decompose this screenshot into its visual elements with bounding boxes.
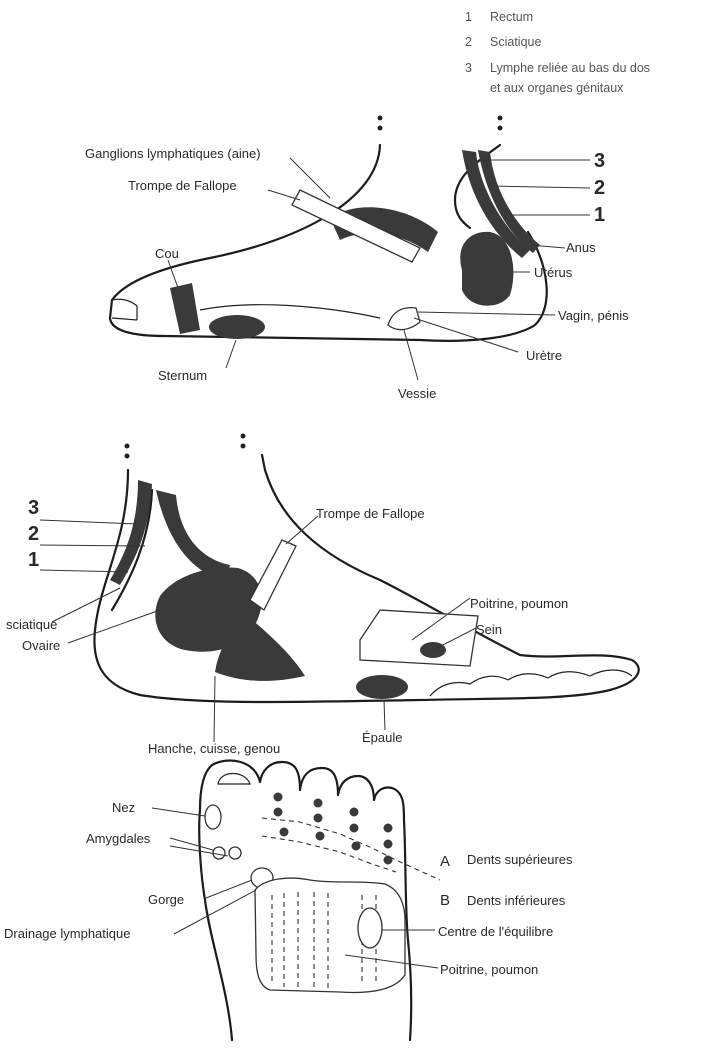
- leader-amygdales-1: [170, 838, 213, 850]
- legend-num-3: 3: [465, 61, 472, 75]
- label-vagin: Vagin, pénis: [558, 308, 629, 323]
- legend-text-lymphe: Lymphe reliée au bas du dos: [490, 61, 650, 75]
- leg-dot: [498, 116, 503, 121]
- label-b-letter: B: [440, 892, 450, 909]
- label-hanche: Hanche, cuisse, genou: [148, 741, 280, 756]
- label-vessie: Vessie: [398, 386, 436, 401]
- legend: 1 Rectum 2 Sciatique 3 Lymphe reliée au …: [465, 10, 650, 95]
- number-2-outer: 2: [28, 523, 39, 545]
- number-3: 3: [594, 150, 605, 172]
- legend-text-rectum: Rectum: [490, 10, 533, 24]
- dent-dot: [314, 799, 323, 808]
- label-b-text: Dents inférieures: [467, 893, 566, 908]
- leader-uretre: [414, 318, 518, 352]
- leader-hanche: [214, 676, 215, 742]
- zone-sciatique-outer: [156, 490, 230, 580]
- dent-divider-line-2: [262, 836, 396, 872]
- leader-cou: [168, 260, 178, 288]
- legend-text-continuation: et aux organes génitaux: [490, 81, 624, 95]
- leg-dot: [378, 126, 383, 131]
- label-sciatique-outer: sciatique: [6, 617, 57, 632]
- label-trompe: Trompe de Fallope: [128, 178, 237, 193]
- dent-dot: [274, 808, 283, 817]
- label-a-text: Dents supérieures: [467, 852, 573, 867]
- outer-foot-outline: [94, 455, 638, 702]
- big-toenail: [218, 774, 250, 785]
- zone-cou: [170, 283, 200, 334]
- leader-epaule: [384, 700, 385, 730]
- leg-dot: [241, 444, 246, 449]
- label-centre: Centre de l'équilibre: [438, 924, 553, 939]
- dent-dot: [274, 793, 283, 802]
- label-trompe-outer: Trompe de Fallope: [316, 506, 425, 521]
- number-1-outer: 1: [28, 549, 39, 571]
- dent-dot: [384, 824, 393, 833]
- toe-line: [112, 318, 137, 320]
- leader-ganglions: [290, 158, 330, 198]
- leader-sternum: [226, 340, 236, 368]
- label-poitrine-top: Poitrine, poumon: [440, 962, 538, 977]
- leader-ovaire: [68, 610, 160, 643]
- leader-vagin: [418, 312, 555, 315]
- top-foot-diagram: Nez Amygdales Gorge Drainage lymphatique…: [4, 761, 573, 1040]
- leader-sciatique-outer: [52, 588, 120, 622]
- number-3-outer: 3: [28, 497, 39, 519]
- leg-dot: [125, 454, 130, 459]
- zone-epaule: [356, 675, 408, 699]
- legend-num-2: 2: [465, 35, 472, 49]
- zone-uterus: [460, 232, 513, 306]
- outer-foot-diagram: Trompe de Fallope Poitrine, poumon Sein …: [6, 434, 639, 757]
- leader-trompe: [268, 190, 300, 200]
- label-uretre: Urètre: [526, 348, 562, 363]
- zone-nez: [205, 805, 221, 829]
- inner-foot-diagram: Ganglions lymphatiques (aine) Trompe de …: [85, 116, 629, 402]
- number-1: 1: [594, 204, 605, 226]
- legend-num-1: 1: [465, 10, 472, 24]
- label-ganglions: Ganglions lymphatiques (aine): [85, 146, 261, 161]
- dent-dot: [316, 832, 325, 841]
- label-a-letter: A: [440, 853, 450, 870]
- label-amygdales: Amygdales: [86, 831, 151, 846]
- dent-dot: [280, 828, 289, 837]
- zone-centre-equilibre: [358, 908, 382, 948]
- zone-poitrine-top: [255, 878, 405, 992]
- leader-vessie: [404, 330, 418, 380]
- label-sein: Sein: [476, 622, 502, 637]
- label-drainage: Drainage lymphatique: [4, 926, 130, 941]
- zone-sternum: [209, 315, 265, 339]
- leader-nez: [152, 808, 205, 816]
- dent-dot: [384, 856, 393, 865]
- zone-amygdale-1: [213, 847, 225, 859]
- dent-dot: [314, 814, 323, 823]
- leader-drainage: [174, 890, 256, 934]
- toe-line: [112, 299, 137, 320]
- label-anus: Anus: [566, 240, 596, 255]
- dent-dot: [384, 840, 393, 849]
- dent-dot: [350, 824, 359, 833]
- leg-dot: [125, 444, 130, 449]
- leg-dot: [241, 434, 246, 439]
- zone-poitrine-outer: [360, 610, 478, 666]
- leg-dot: [378, 116, 383, 121]
- label-nez: Nez: [112, 800, 135, 815]
- label-uterus: Utérus: [534, 265, 573, 280]
- label-cou: Cou: [155, 246, 179, 261]
- legend-text-sciatique: Sciatique: [490, 35, 541, 49]
- number-2: 2: [594, 177, 605, 199]
- leader-num-1-outer: [40, 570, 128, 572]
- leg-dot: [498, 126, 503, 131]
- label-sternum: Sternum: [158, 368, 207, 383]
- dent-dot: [350, 808, 359, 817]
- label-epaule: Épaule: [362, 730, 402, 745]
- zone-amygdale-2: [229, 847, 241, 859]
- label-poitrine-outer: Poitrine, poumon: [470, 596, 568, 611]
- label-gorge: Gorge: [148, 892, 184, 907]
- label-ovaire: Ovaire: [22, 638, 60, 653]
- zone-trompe-outer: [250, 540, 296, 610]
- leader-num-2: [488, 186, 590, 188]
